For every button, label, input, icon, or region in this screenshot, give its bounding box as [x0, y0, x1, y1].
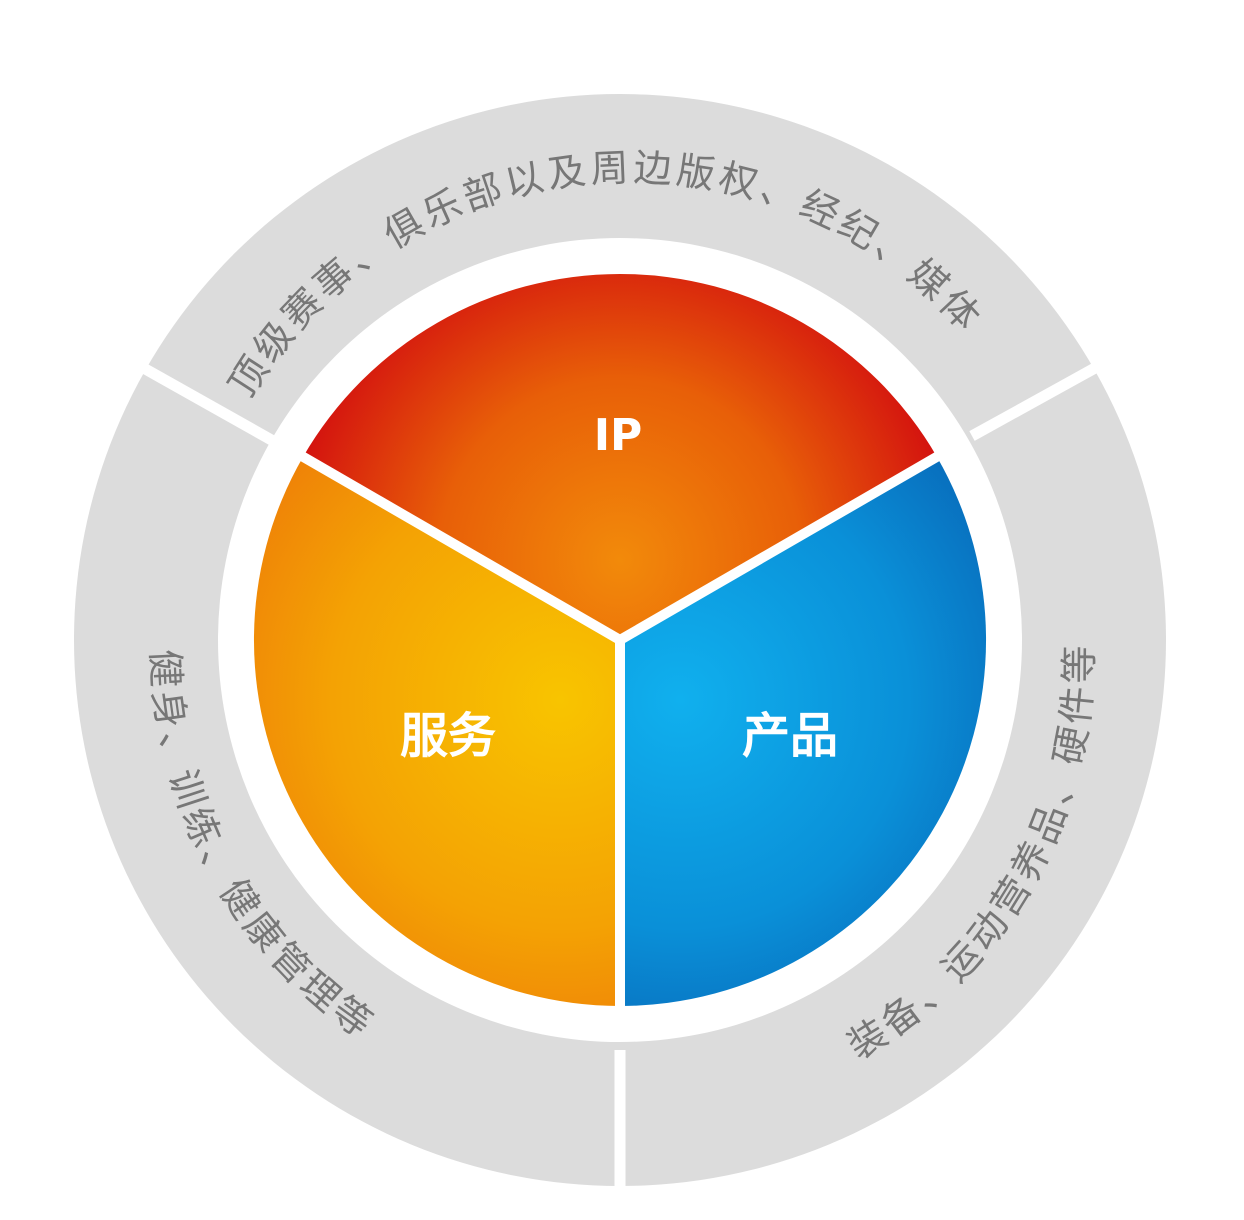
- pie: [253, 273, 987, 1010]
- pie-segment-product: [620, 457, 987, 1006]
- pie-label-product: 产品: [742, 708, 838, 764]
- pie-label-service: 服务: [400, 708, 496, 764]
- ring-separator-left: [137, 361, 278, 447]
- pie-separator-left: [297, 450, 623, 645]
- pie-label-ip: IP: [594, 410, 643, 461]
- ring-separator-right: [969, 363, 1098, 441]
- pie-segment-service: [253, 457, 620, 1006]
- pie-separator-right: [617, 450, 943, 645]
